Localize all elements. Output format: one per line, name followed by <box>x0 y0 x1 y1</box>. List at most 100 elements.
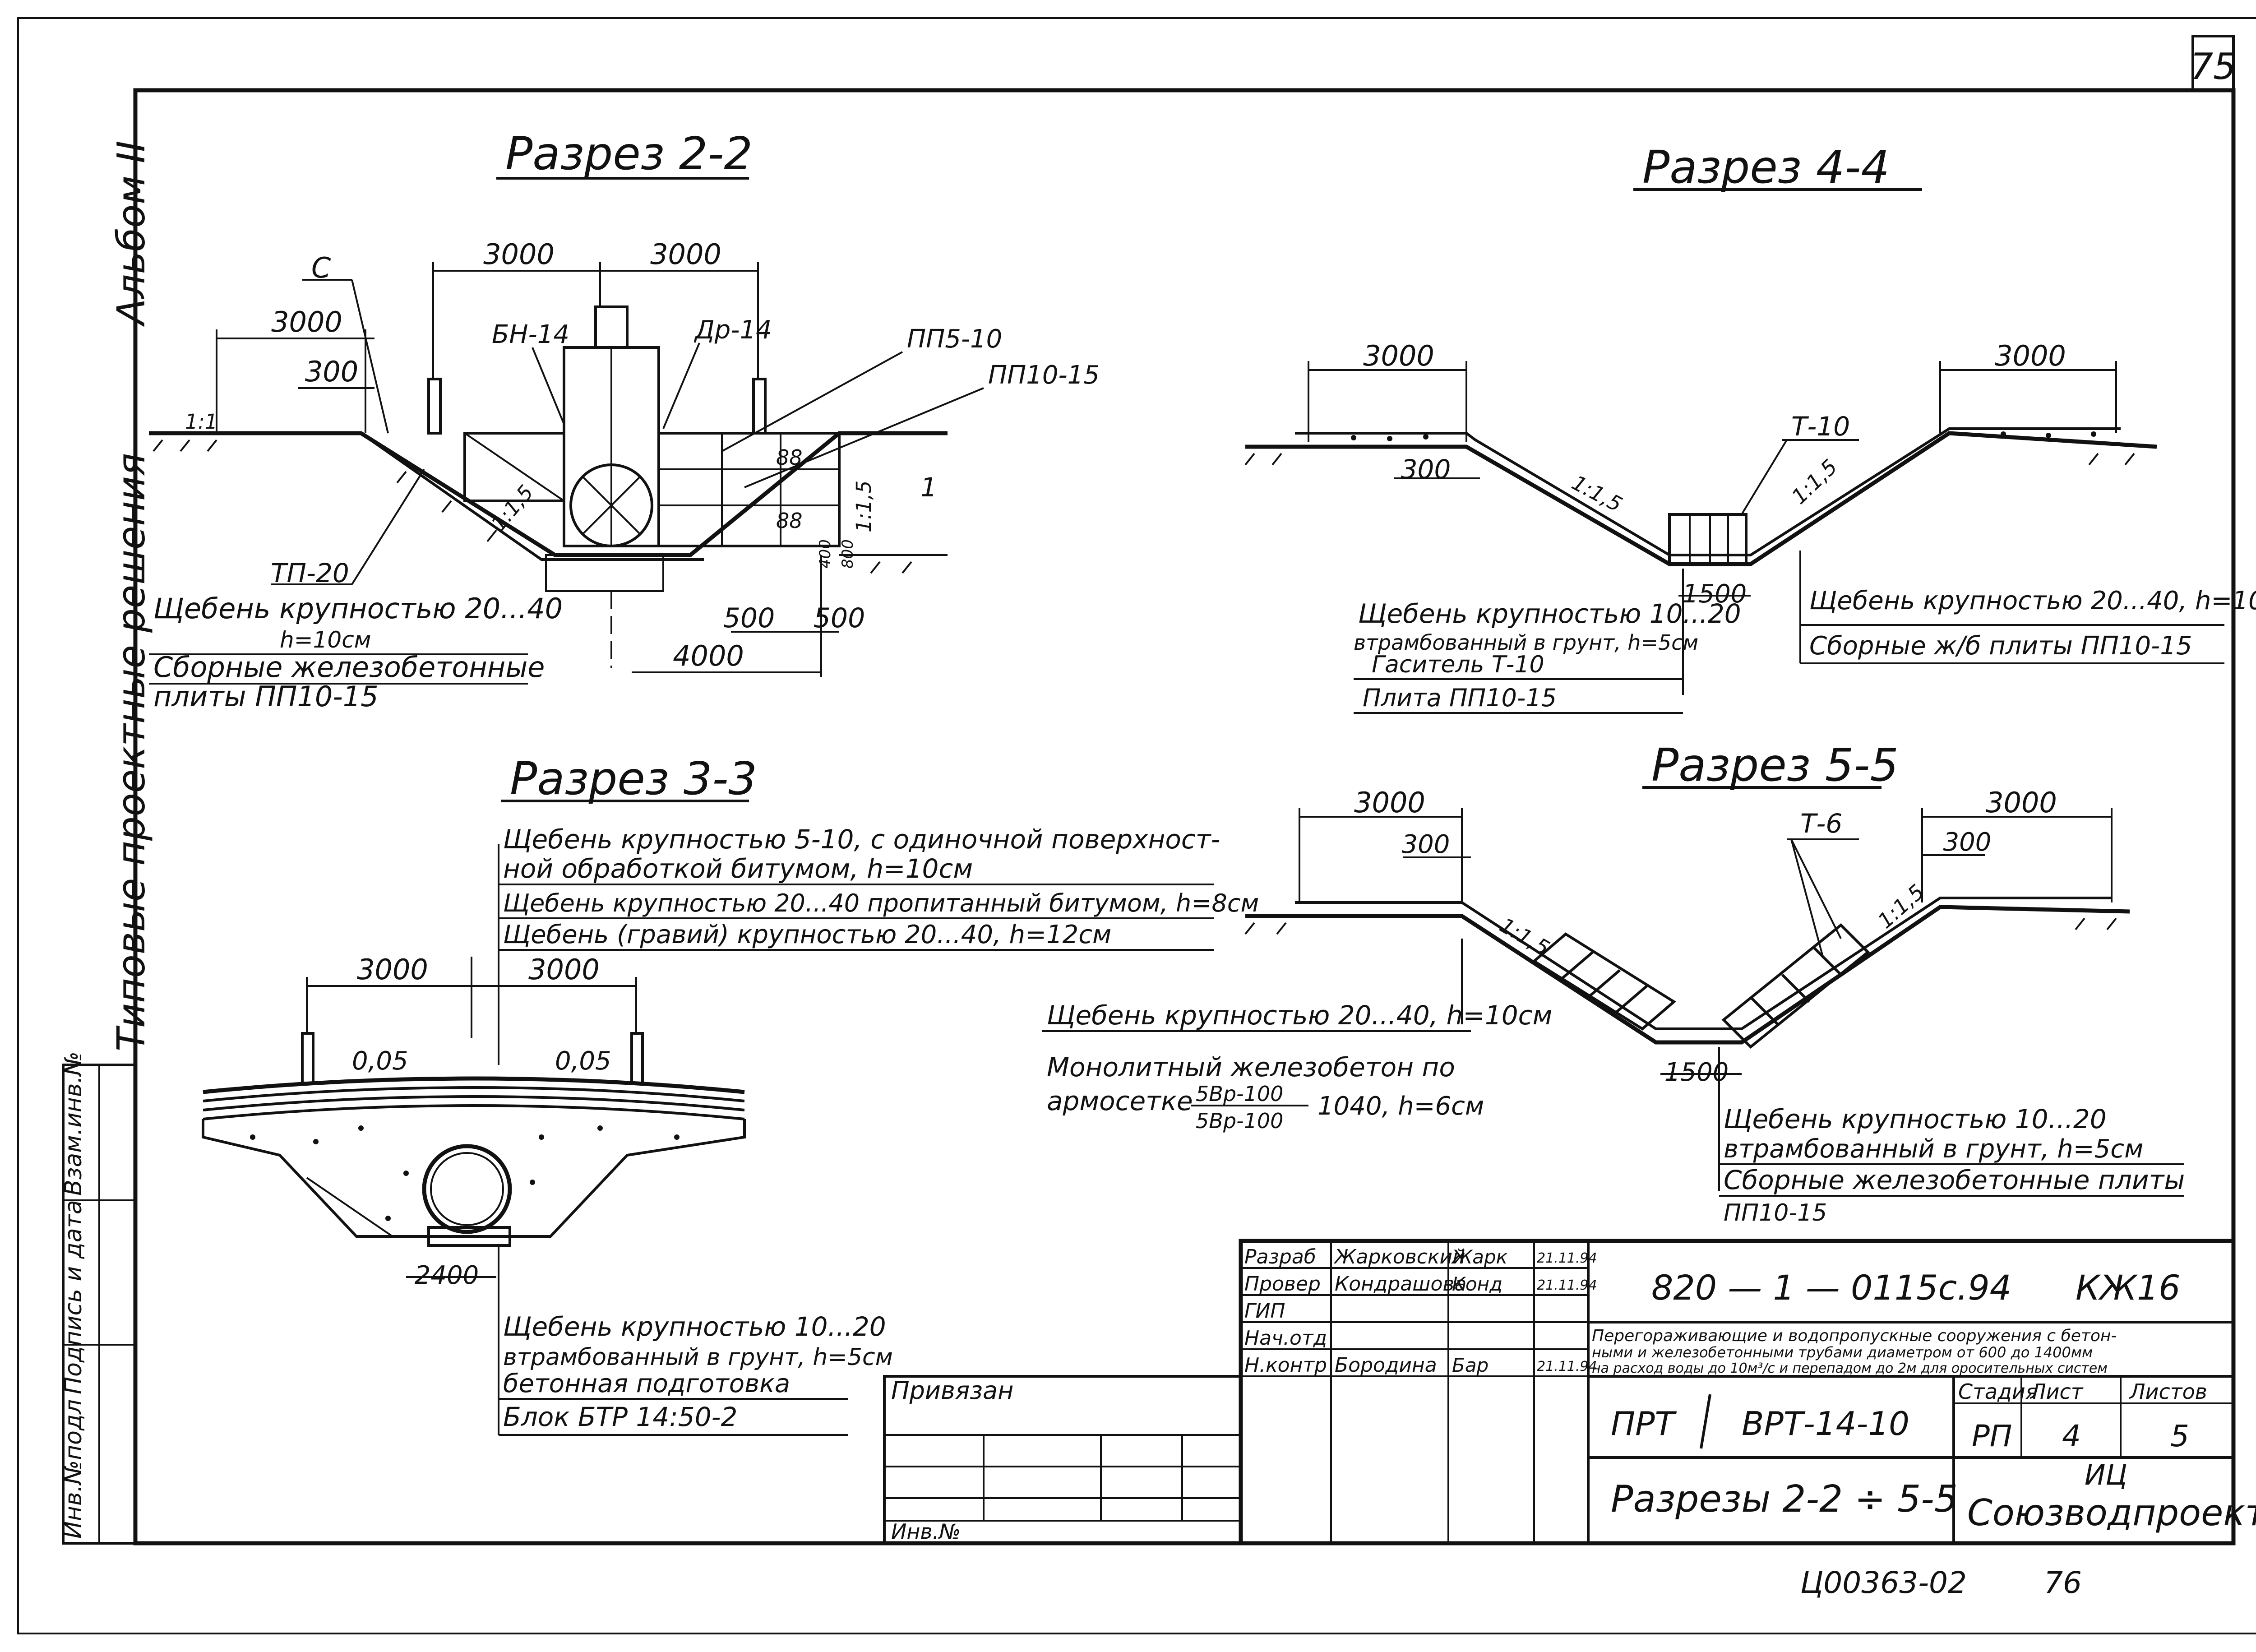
section-5-5: Разрез 5-5 3000 3000 300 300 1500 <box>1042 739 2185 1226</box>
s55-note-r3: Сборные железобетонные плиты <box>1724 1165 2185 1195</box>
s22-note-2: h=10см <box>280 627 371 653</box>
org-line-2: Союзводпроект <box>1967 1492 2256 1534</box>
description-2: ными и железобетонными трубами диаметром… <box>1592 1344 2093 1361</box>
s55-dim-1500: 1500 <box>1664 1058 1729 1087</box>
s33-note-t1: Щебень крупностью 5-10, с одиночной пове… <box>503 824 1220 855</box>
role-prover: Провер <box>1244 1273 1321 1296</box>
s44-note-r1: Щебень крупностью 20...40, h=10см <box>1809 586 2256 615</box>
side-stamp-inv: Инв.№подл <box>60 1399 87 1539</box>
date-n-kontr: 21.11.94 <box>1537 1359 1597 1374</box>
s55-note-r4: ПП10-15 <box>1724 1199 1827 1226</box>
s33-dim-3000-b: 3000 <box>528 953 600 986</box>
drawing-frame <box>133 88 2236 1546</box>
project-left: ПРТ <box>1611 1405 1677 1443</box>
s22-dim-3000-c: 3000 <box>271 305 342 338</box>
s22-dim-3000-a: 3000 <box>483 238 555 271</box>
doc-code: 820 — 1 — 0115с.94 <box>1651 1268 2011 1308</box>
s55-label-t6: Т-6 <box>1800 808 1842 839</box>
section-4-4-profile <box>1245 431 2157 566</box>
section-2-2-plates <box>657 432 841 547</box>
sign-prover: Конд <box>1452 1273 1502 1295</box>
s33-note-t4: Щебень (гравий) крупностью 20...40, h=12… <box>503 920 1111 949</box>
sign-n-kontr: Бар <box>1452 1354 1489 1376</box>
s55-note-r1: Щебень крупностью 10...20 <box>1724 1104 2107 1134</box>
sheets-header: Листов <box>2129 1379 2207 1404</box>
title-block: Привязан Инв.№ Разраб Провер ГИП Нач.отд… <box>883 1239 2256 1600</box>
sheets-value: 5 <box>2170 1419 2189 1453</box>
s22-dim-3000-b: 3000 <box>650 238 721 271</box>
section-4-4: Разрез 4-4 3000 3000 300 1500 1:1,5 1:1,… <box>1244 141 2256 714</box>
s55-dim-300-a: 300 <box>1402 830 1450 859</box>
name-razrab: Жарковский <box>1333 1245 1465 1268</box>
s33-note-b2: втрамбованный в грунт, h=5см <box>503 1344 893 1371</box>
page-number-box <box>2191 35 2235 92</box>
description-3: на расход воды до 10м³/с и перепадом до … <box>1592 1360 2108 1376</box>
name-n-kontr: Бородина <box>1335 1354 1437 1377</box>
section-5-5-profile <box>1245 905 2130 1045</box>
s22-label-c: С <box>311 251 331 284</box>
s33-note-b3: бетонная подготовка <box>503 1369 790 1398</box>
s22-label-1: 1 <box>920 472 937 503</box>
s33-note-b4: Блок БТР 14:50-2 <box>503 1402 737 1432</box>
s22-note-4: плиты ПП10-15 <box>153 680 379 713</box>
s44-dim-1500: 1500 <box>1683 579 1747 609</box>
s44-note-r2: Сборные ж/б плиты ПП10-15 <box>1809 631 2192 661</box>
section-5-5-title: Разрез 5-5 <box>1651 739 1899 791</box>
s22-dim-800: 800 <box>839 539 857 569</box>
s22-label-bn14: БН-14 <box>492 320 569 349</box>
s22-slope-1-1: 1:1 <box>185 410 217 434</box>
s44-note-l1: Щебень крупностью 10...20 <box>1358 598 1741 629</box>
sheet-title: Разрезы 2-2 ÷ 5-5 <box>1611 1478 1958 1521</box>
s44-dim-300: 300 <box>1401 454 1451 485</box>
s33-dim-3000-a: 3000 <box>357 953 428 986</box>
album-label: Альбом II <box>109 141 154 327</box>
s55-note-l6: 1040, h=6см <box>1318 1092 1484 1121</box>
section-2-2-title: Разрез 2-2 <box>505 127 753 180</box>
date-prover: 21.11.94 <box>1537 1277 1597 1293</box>
s22-note-1: Щебень крупностью 20...40 <box>153 592 563 625</box>
s22-label-pp510: ПП5-10 <box>907 324 1002 354</box>
org-line-1: ИЦ <box>2085 1458 2127 1491</box>
s55-dim-3000-a: 3000 <box>1354 786 1425 819</box>
archive-code: Ц00363-02 <box>1800 1565 1967 1600</box>
stage-value: РП <box>1972 1419 2012 1453</box>
s44-note-l3: Гаситель Т-10 <box>1372 651 1544 678</box>
s33-slope-b: 0,05 <box>555 1046 611 1076</box>
description-1: Перегораживающие и водопропускные сооруж… <box>1592 1327 2117 1345</box>
name-prover: Кондрашова <box>1335 1273 1466 1296</box>
s22-dim-400: 400 <box>816 539 834 569</box>
sheet-value: 4 <box>2062 1419 2081 1453</box>
sign-razrab: Жарк <box>1451 1246 1508 1268</box>
s22-label-pp1015: ПП10-15 <box>988 361 1100 390</box>
section-3-3: Разрез 3-3 3000 3000 0,05 0,05 2400 Щебе… <box>202 752 1259 1436</box>
s55-dim-300-b: 300 <box>1943 828 1992 857</box>
s55-slope-a: 1:1,5 <box>1496 913 1554 961</box>
doc-mark: КЖ16 <box>2076 1268 2181 1308</box>
outer-border <box>17 17 2256 1634</box>
role-razrab: Разраб <box>1244 1245 1316 1268</box>
s33-note-b1: Щебень крупностью 10...20 <box>503 1311 886 1342</box>
archive-num: 76 <box>2044 1565 2082 1600</box>
role-n-kontr: Н.контр <box>1244 1354 1327 1377</box>
s22-dim-500-a: 500 <box>723 602 775 634</box>
role-nach-otd: Нач.отд <box>1244 1327 1327 1350</box>
inv-label: Инв.№ <box>891 1519 961 1544</box>
s22-label-88a: 88 <box>776 445 803 470</box>
project-right: ВРТ-14-10 <box>1742 1405 1909 1443</box>
s55-note-l5: 5Вр-100 <box>1196 1109 1283 1133</box>
s33-note-t2: ной обработкой битумом, h=10см <box>503 853 973 884</box>
side-stamp-sign: Подпись и дата <box>60 1200 87 1394</box>
section-5-5-plates-right <box>1721 923 1870 1049</box>
s22-slope-b: 1:1,5 <box>852 481 876 532</box>
section-3-3-base <box>202 1119 746 1238</box>
s55-note-r2: втрамбованный в грунт, h=5см <box>1724 1134 2143 1164</box>
s22-label-tp20: ТП-20 <box>271 558 349 588</box>
s44-dim-3000-b: 3000 <box>1995 339 2066 372</box>
page-number: 75 <box>2190 46 2236 88</box>
s44-dim-3000-a: 3000 <box>1363 339 1434 372</box>
section-2-2-pipe <box>569 463 653 547</box>
section-4-4-title: Разрез 4-4 <box>1642 141 1890 194</box>
s22-dim-4000: 4000 <box>673 639 744 672</box>
bound-label: Привязан <box>891 1376 1013 1405</box>
